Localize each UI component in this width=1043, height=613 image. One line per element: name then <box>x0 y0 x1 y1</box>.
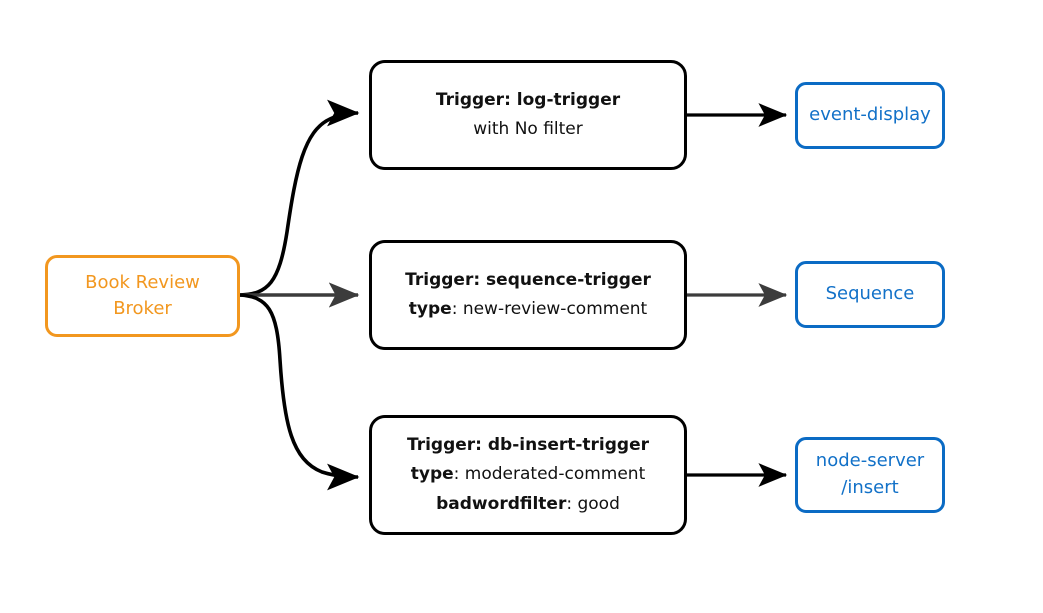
trigger-3-line-3-rest: : good <box>566 493 620 514</box>
trigger-1-line-2: with No filter <box>473 115 583 144</box>
trigger-3-line-1-bold: Trigger: db-insert-trigger <box>406 435 650 456</box>
node-server-label-line-1: node-server <box>815 450 925 472</box>
trigger-2-line-2-rest: : new-review-comment <box>451 299 648 319</box>
node-node-server-insert[interactable]: node-server /insert <box>795 437 945 513</box>
trigger-1-line-1-bold: Trigger: log-trigger <box>435 89 621 110</box>
edge-broker-to-db-insert-trigger <box>239 293 360 491</box>
trigger-3-line-3-bold: badwordfilter <box>436 493 567 514</box>
trigger-2-line-1-bold: Trigger: sequence-trigger <box>405 269 651 290</box>
trigger-2-line-2: type: new-review-comment <box>409 295 647 324</box>
broker-label-line-2: Broker <box>113 298 172 319</box>
node-trigger-sequence-trigger[interactable]: Trigger: sequence-trigger type: new-revi… <box>369 240 687 350</box>
node-sequence[interactable]: Sequence <box>795 261 945 328</box>
trigger-2-line-2-bold: type <box>408 299 452 319</box>
trigger-1-line-1: Trigger: log-trigger <box>436 86 620 115</box>
node-server-label-line-2: /insert <box>841 477 899 498</box>
trigger-3-line-2-bold: type <box>410 464 454 485</box>
trigger-3-line-2: type: moderated-comment <box>411 460 646 489</box>
trigger-3-line-2-rest: : moderated-comment <box>453 464 646 485</box>
node-trigger-db-insert-trigger[interactable]: Trigger: db-insert-trigger type: moderat… <box>369 415 687 535</box>
trigger-2-line-1: Trigger: sequence-trigger <box>405 266 651 295</box>
trigger-3-line-1: Trigger: db-insert-trigger <box>407 431 649 460</box>
trigger-3-line-3: badwordfilter: good <box>436 490 620 519</box>
edge-broker-to-log-trigger <box>239 99 360 297</box>
trigger-1-line-2-rest: with No filter <box>473 119 583 139</box>
sequence-label: Sequence <box>825 283 915 305</box>
node-trigger-log-trigger[interactable]: Trigger: log-trigger with No filter <box>369 60 687 170</box>
node-event-display[interactable]: event-display <box>795 82 945 149</box>
broker-label-line-1: Book Review <box>85 272 200 294</box>
event-display-label: event-display <box>809 104 931 126</box>
node-book-review-broker[interactable]: Book Review Broker <box>45 255 240 337</box>
